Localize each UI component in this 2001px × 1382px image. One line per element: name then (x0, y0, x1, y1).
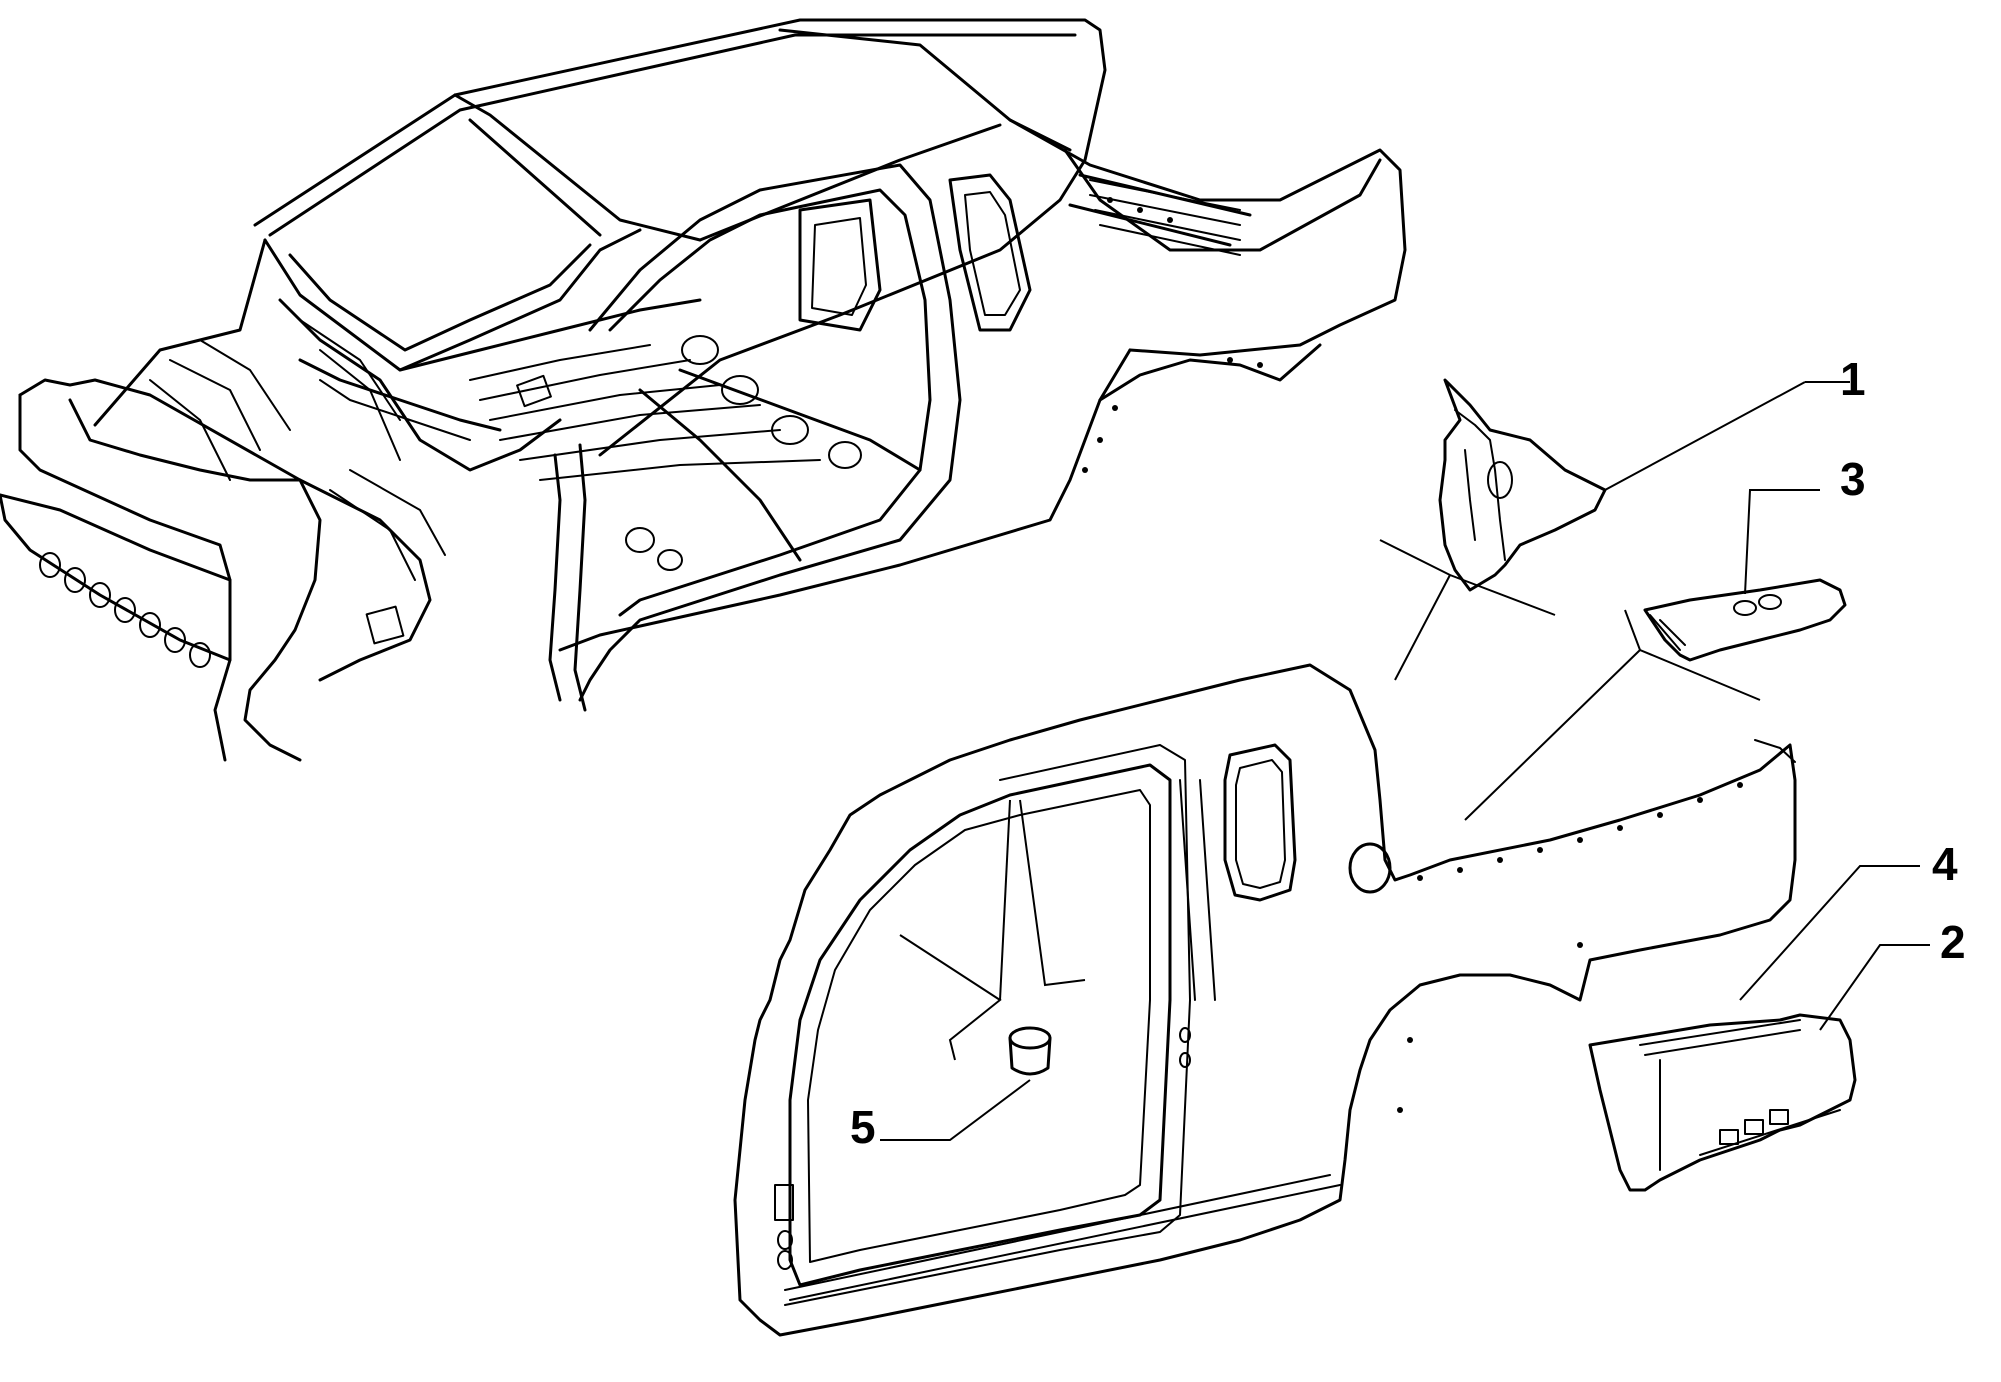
part-3-reinforcement (1643, 578, 1847, 662)
callout-5-label: 5 (850, 1101, 876, 1153)
explode-lines (899, 539, 1761, 1061)
callout-4-leader (1739, 865, 1920, 1001)
callout-2-leader (1819, 944, 1930, 1031)
part-5-plug (1008, 1026, 1052, 1076)
callout-1-leader (1604, 381, 1806, 491)
body-shell (0, 18, 1407, 762)
part-2-wheel-arch (1588, 1013, 1857, 1192)
callout-5-leader (880, 1079, 1031, 1141)
side-panel (733, 663, 1797, 1337)
callout-3-leader (1744, 489, 1820, 595)
callout-2-label: 2 (1940, 916, 1966, 968)
callout-1-label: 1 (1840, 353, 1866, 405)
callout-4-label: 4 (1932, 838, 1958, 890)
callout-3-label: 3 (1840, 453, 1866, 505)
callouts: 1 3 4 2 5 (850, 353, 1966, 1153)
part-1-bracket (1438, 378, 1607, 592)
part-4-rear-lip (1754, 739, 1796, 763)
